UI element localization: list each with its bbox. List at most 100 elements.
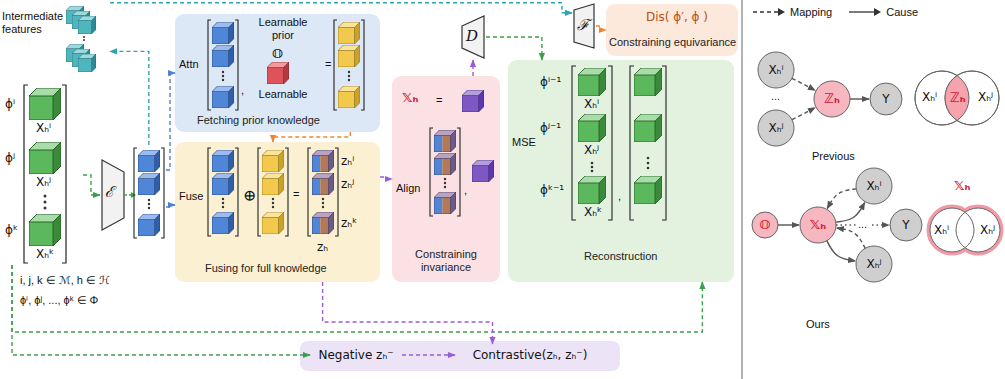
causal-graphs — [752, 52, 1000, 282]
flow-arrow — [166, 205, 175, 207]
node-text: = — [436, 94, 442, 107]
flow-arrow — [380, 177, 392, 179]
feature-stack: Intermediate features — [0, 2, 110, 78]
node-text: Negative zₕ⁻ — [318, 348, 393, 362]
annotation-label: ϕⁱ, ϕʲ, ..., ϕᵏ ∈ Φ — [20, 292, 98, 307]
venn-diagram: XₕⁱℤₕXₕʲ — [912, 66, 1002, 130]
node-text: = — [293, 188, 299, 201]
node-text: 𝕆 — [759, 217, 770, 233]
legend-item: Mapping — [752, 6, 832, 18]
node-text: Constraining equivariance — [609, 36, 736, 49]
legend-text: Cause — [886, 6, 918, 18]
node-text: ϕⁱ — [5, 97, 15, 111]
target-circle: Y — [870, 83, 902, 115]
legend-item: Cause — [848, 6, 918, 18]
variable-circle: Xₕⁱ — [856, 168, 892, 204]
node-text: 𝕏ₕ — [402, 90, 418, 106]
variable-circle: Xₕⁱ — [758, 52, 794, 88]
flow-arrow — [12, 265, 310, 355]
flow-arrow — [837, 228, 865, 248]
node-text: D — [466, 27, 478, 45]
node-text: Y — [902, 218, 909, 232]
node-text: Dis( ϕ′, ϕ ) — [646, 10, 708, 24]
node-text: Align — [396, 182, 420, 195]
node-text: Fetching prior knowledge — [197, 114, 320, 127]
flow-arrow — [166, 73, 175, 170]
node-text: Xₕʲ — [866, 257, 881, 271]
node-text: zₕᵏ — [341, 216, 357, 230]
annotation-label: i, j, k ∈ ℳ, h ∈ ℋ — [20, 274, 110, 287]
node-text: Xₕⁱ — [866, 179, 881, 193]
node-text: ϕʲ — [5, 151, 15, 165]
flow-arrow — [827, 241, 855, 261]
node-text: ϕʲ⁻¹ — [540, 121, 561, 135]
node-text: Contrastive(zₕ, zₕ⁻) — [473, 348, 588, 362]
node-text: Xₕʲ — [584, 143, 599, 157]
node-text: Reconstruction — [584, 250, 657, 263]
node-text: Xₕʲ — [980, 223, 995, 237]
node-text: Learnable prior — [247, 16, 319, 42]
prior-circle: 𝕆 — [752, 212, 778, 238]
flow-arrow — [850, 98, 869, 99]
node-text: Xₕʲ — [978, 90, 993, 104]
flow-arrow — [827, 189, 856, 209]
contrastive-box: Contrastive(zₕ, zₕ⁻) — [455, 344, 605, 366]
node-text: Xₕᵏ — [36, 247, 54, 261]
flow-arrow — [273, 132, 350, 142]
node-text: Xₕⁱ — [36, 121, 51, 135]
node-text: 𝕏ₕ — [810, 217, 826, 233]
flow-arrow — [402, 354, 455, 355]
node-text: , — [464, 184, 467, 197]
reconstruction-panel: MSEϕⁱ⁻¹Xₕⁱϕʲ⁻¹Xₕʲϕᵏ⁻¹Xₕᵏ,Reconstruction — [508, 60, 734, 282]
node-text: ℱ — [577, 16, 589, 34]
flow-arrow — [778, 224, 799, 225]
legend-text: Mapping — [790, 6, 832, 18]
decoder: D — [460, 14, 486, 60]
legend-sample — [752, 7, 786, 17]
flow-arrow — [792, 78, 815, 90]
node-text: zₕ — [317, 240, 328, 254]
node-text: ℤₕ — [824, 91, 840, 107]
node-text: 𝕆 — [272, 46, 283, 62]
node-text: = — [325, 58, 331, 71]
fuse-panel: Fuse⊕=zₕⁱzₕʲzₕᵏzₕFusing for full knowled… — [175, 142, 380, 282]
flow-arrow — [110, 51, 149, 145]
node-text: MSE — [512, 136, 536, 149]
node-text: ϕⁱ⁻¹ — [540, 75, 561, 89]
node-text: ⊕ — [243, 186, 256, 205]
node-text: Xₕⁱ — [768, 63, 783, 77]
flow-arrow — [83, 175, 100, 195]
latent-circle: ℤₕ — [814, 81, 850, 117]
legend: Mapping Cause — [752, 6, 918, 18]
annotation-label: ... — [771, 90, 780, 102]
variable-circle: Xₕʲ — [856, 246, 892, 282]
edge-label: ... — [856, 218, 869, 230]
node-text: Y — [882, 92, 889, 106]
annotation-label: Ours — [806, 318, 830, 330]
node-text: Learnable — [247, 88, 319, 101]
node-text: ϕᵏ⁻¹ — [540, 183, 564, 197]
flow-arrow — [323, 282, 493, 344]
flow-arrow — [486, 37, 542, 60]
flow-arrow — [110, 3, 572, 13]
invariance-panel: 𝕏ₕ=Align,Constraining invariance — [392, 76, 500, 282]
encoder: ℰ — [100, 145, 166, 245]
node-text: Attn — [179, 58, 199, 71]
annotation-label: Previous — [812, 150, 855, 162]
node-text: Fusing for full knowledge — [205, 262, 327, 275]
target-circle: Y — [890, 209, 922, 241]
latent-circle: 𝕏ₕ — [800, 207, 836, 243]
node-text: Xₕⁱ — [934, 223, 949, 237]
node-text: Xₕⁱ — [922, 90, 937, 104]
equivariance-panel: Dis( ϕ′, ϕ ) Constraining equivariance — [606, 4, 738, 56]
flow-arrow — [12, 265, 702, 332]
legend-sample — [848, 7, 882, 17]
flow-arrow — [596, 26, 606, 30]
node-text: Fuse — [179, 190, 203, 203]
node-text: , — [241, 84, 244, 97]
projector: ℱ — [572, 4, 596, 48]
flow-arrow — [472, 60, 473, 76]
variable-circle: Xₕʲ — [758, 110, 794, 146]
